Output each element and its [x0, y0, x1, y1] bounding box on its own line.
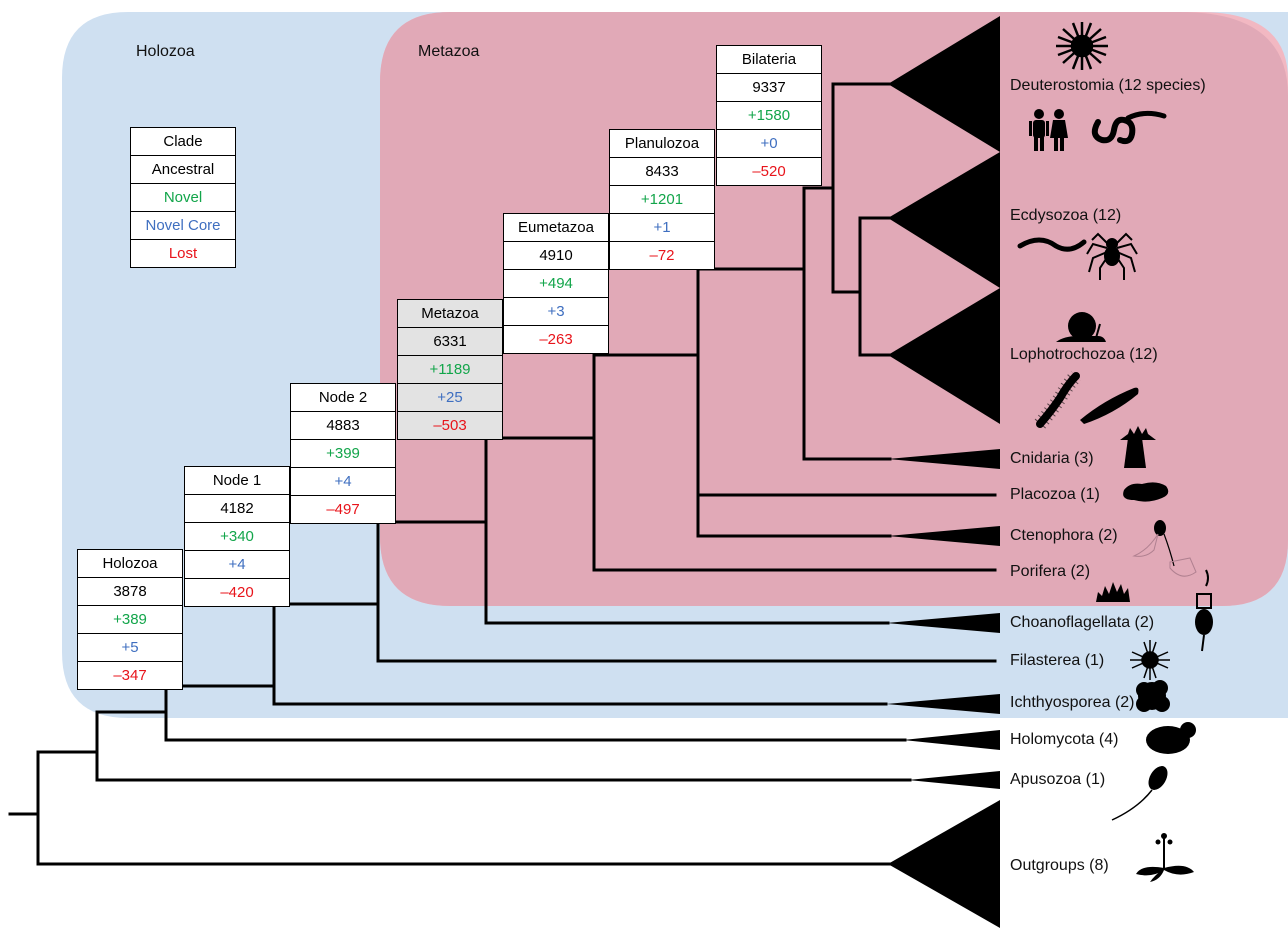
node-table-node2: Node 2 4883 +399 +4 –497	[290, 383, 396, 524]
anemone-icon	[1120, 426, 1156, 468]
taxon-label-filasterea: Filasterea (1)	[1010, 652, 1105, 669]
taxon-label-ecdysozoa: Ecdysozoa (12)	[1010, 207, 1122, 224]
node-novel-count: +399	[291, 440, 395, 468]
node-novel-count: +494	[504, 270, 608, 298]
triangle-deuterostomia	[888, 16, 1000, 152]
legend-clade: Clade	[131, 128, 235, 156]
node-lost-count: –497	[326, 501, 360, 518]
node-table-planulozoa: Planulozoa 8433 +1201 +1 –72	[609, 129, 715, 270]
spider-icon	[1086, 232, 1138, 280]
node-clade-name: Node 1	[185, 467, 289, 495]
tree-branches	[8, 82, 997, 866]
snail-icon	[1056, 312, 1106, 342]
node-lost-count: –347	[113, 667, 147, 684]
triangle-ichthyosporea	[886, 694, 1000, 714]
legend-lost: Lost	[168, 245, 198, 262]
yeast-icon	[1146, 722, 1196, 754]
metazoa-region	[380, 12, 1288, 606]
acorn-worm-icon	[1091, 110, 1167, 145]
node-lost-count: –72	[649, 247, 675, 264]
node-novel-count: +389	[78, 606, 182, 634]
taxon-label-placozoa: Placozoa (1)	[1010, 486, 1100, 503]
legend-box: Clade Ancestral Novel Novel Core Lost	[130, 127, 236, 268]
legend-ancestral: Ancestral	[131, 156, 235, 184]
arabidopsis-icon	[1136, 833, 1194, 882]
ichthyosporean-icon	[1136, 680, 1170, 712]
node-lost-count: –263	[539, 331, 573, 348]
triangle-ctenophora	[888, 526, 1000, 546]
node-novel-count: +1580	[717, 102, 821, 130]
clade-triangles	[886, 16, 1000, 928]
node-lost-count: –503	[433, 417, 467, 434]
node-clade-name: Node 2	[291, 384, 395, 412]
sponge-icon	[1096, 582, 1130, 602]
taxon-label-lophotrochozoa: Lophotrochozoa (12)	[1010, 346, 1158, 363]
triangle-outgroups	[888, 800, 1000, 928]
node-ancestral-count: 9337	[717, 74, 821, 102]
triangle-choanoflagellata	[886, 613, 1000, 633]
legend-novel: Novel	[131, 184, 235, 212]
node-novel-core-count: +4	[291, 468, 395, 496]
holozoa-region-label: Holozoa	[136, 43, 195, 60]
node-lost-count: –520	[752, 163, 786, 180]
node-ancestral-count: 8433	[610, 158, 714, 186]
node-table-node1: Node 1 4182 +340 +4 –420	[184, 466, 290, 607]
annelid-icon	[1034, 371, 1082, 429]
triangle-cnidaria	[888, 449, 1000, 469]
taxon-label-holomycota: Holomycota (4)	[1010, 731, 1119, 748]
node-novel-core-count: +5	[78, 634, 182, 662]
human-icon	[1029, 109, 1068, 151]
node-table-bilateria: Bilateria 9337 +1580 +0 –520	[716, 45, 822, 186]
taxon-label-choanoflagellata: Choanoflagellata (2)	[1010, 614, 1155, 631]
taxon-label-cnidaria: Cnidaria (3)	[1010, 450, 1094, 467]
sea-urchin-icon	[1056, 22, 1108, 70]
comb-jelly-icon	[1132, 520, 1197, 577]
choanoflagellate-icon	[1195, 569, 1213, 652]
triangle-ecdysozoa	[888, 152, 1000, 288]
metazoa-region-label: Metazoa	[418, 43, 480, 60]
taxon-label-deuterostomia: Deuterostomia (12 species)	[1010, 77, 1206, 94]
node-ancestral-count: 4910	[504, 242, 608, 270]
taxon-label-outgroups: Outgroups (8)	[1010, 857, 1109, 874]
node-novel-core-count: +25	[398, 384, 502, 412]
capsaspora-icon	[1130, 640, 1170, 680]
node-ancestral-count: 6331	[398, 328, 502, 356]
node-novel-core-count: +1	[610, 214, 714, 242]
node-novel-count: +1201	[610, 186, 714, 214]
node-clade-name: Metazoa	[398, 300, 502, 328]
node-table-eumetazoa: Eumetazoa 4910 +494 +3 –263	[503, 213, 609, 354]
node-novel-core-count: +4	[185, 551, 289, 579]
triangle-holomycota	[903, 730, 1000, 750]
node-clade-name: Bilateria	[717, 46, 821, 74]
flatworm-icon	[1080, 387, 1139, 424]
node-novel-count: +340	[185, 523, 289, 551]
node-novel-core-count: +3	[504, 298, 608, 326]
node-ancestral-count: 4883	[291, 412, 395, 440]
node-novel-count: +1189	[398, 356, 502, 384]
node-clade-name: Eumetazoa	[504, 214, 608, 242]
node-clade-name: Holozoa	[78, 550, 182, 578]
node-ancestral-count: 3878	[78, 578, 182, 606]
legend-novel-core: Novel Core	[131, 212, 235, 240]
placozoan-icon	[1123, 482, 1169, 502]
triangle-apusozoa	[908, 771, 1000, 789]
flagellate-icon	[1111, 766, 1168, 821]
nematode-icon	[1017, 237, 1087, 252]
node-clade-name: Planulozoa	[610, 130, 714, 158]
node-ancestral-count: 4182	[185, 495, 289, 523]
node-table-metazoa: Metazoa 6331 +1189 +25 –503	[397, 299, 503, 440]
triangle-lophotrochozoa	[888, 288, 1000, 424]
node-table-holozoa: Holozoa 3878 +389 +5 –347	[77, 549, 183, 690]
taxon-label-porifera: Porifera (2)	[1010, 563, 1091, 580]
taxon-label-ichthyosporea: Ichthyosporea (2)	[1010, 694, 1135, 711]
node-novel-core-count: +0	[717, 130, 821, 158]
taxon-label-apusozoa: Apusozoa (1)	[1010, 771, 1106, 788]
taxon-label-ctenophora: Ctenophora (2)	[1010, 527, 1118, 544]
node-lost-count: –420	[220, 584, 254, 601]
